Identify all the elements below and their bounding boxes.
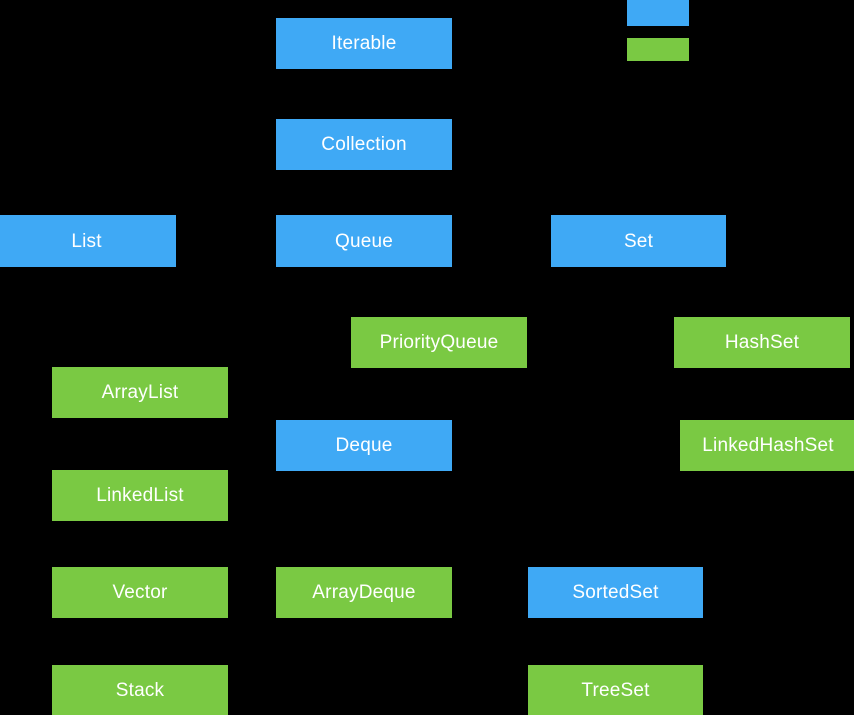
- edge-set-to-sortedset: [615, 417, 617, 567]
- node-label: HashSet: [724, 332, 800, 353]
- legend-swatch-class: [627, 38, 689, 61]
- node-label: PriorityQueue: [379, 332, 499, 353]
- edge-vector-to-stack: [140, 641, 141, 665]
- edge-queue-to-priorityqueue: [364, 292, 439, 293]
- node-iterable[interactable]: Iterable: [276, 18, 452, 69]
- edge-hashset-to-linkedhashset: [762, 394, 768, 395]
- edge-queue-to-priorityqueue: [439, 292, 440, 317]
- node-label: SortedSet: [572, 582, 659, 603]
- edge-collection-to-set: [638, 192, 640, 215]
- edge-collection-to-set: [364, 170, 365, 193]
- edge-deque-to-arraydeque: [364, 471, 365, 519]
- node-collection[interactable]: Collection: [276, 119, 452, 170]
- node-label: Queue: [334, 230, 394, 252]
- node-label: ArrayList: [101, 382, 179, 403]
- node-label: Set: [623, 230, 654, 252]
- node-label: Collection: [321, 134, 407, 155]
- node-label: Iterable: [331, 33, 397, 54]
- node-label: Vector: [112, 582, 168, 603]
- edge-collection-to-set: [364, 192, 639, 194]
- node-deque[interactable]: Deque: [276, 420, 452, 471]
- node-vector[interactable]: Vector: [52, 567, 228, 618]
- node-label: TreeSet: [581, 680, 650, 701]
- edge-hashset-to-linkedhashset: [768, 394, 769, 420]
- node-queue[interactable]: Queue: [276, 215, 452, 267]
- edge-set-to-hashset: [762, 292, 763, 317]
- edge-iterable-to-collection: [364, 69, 365, 94]
- edge-set-to-sortedset: [615, 417, 639, 418]
- node-arraydeque[interactable]: ArrayDeque: [276, 567, 452, 618]
- node-sortedset[interactable]: SortedSet: [528, 567, 703, 618]
- node-label: List: [71, 230, 102, 252]
- edge-sortedset-to-treeset: [615, 618, 617, 642]
- node-priorityqueue[interactable]: PriorityQueue: [351, 317, 527, 368]
- node-linkedlist[interactable]: LinkedList: [52, 470, 228, 521]
- legend-swatch-interface: [627, 0, 689, 26]
- edge-collection-to-queue: [364, 192, 365, 215]
- node-stack[interactable]: Stack: [52, 665, 228, 715]
- edge-list-to-arraylist: [140, 317, 141, 367]
- edge-collection-to-list: [86, 192, 88, 215]
- edge-iterable-to-collection: [364, 94, 365, 119]
- edge-collection-to-list: [86, 192, 364, 194]
- node-arraylist[interactable]: ArrayList: [52, 367, 228, 418]
- edge-queue-to-deque: [364, 343, 365, 420]
- edge-set-to-sortedset: [638, 267, 640, 417]
- node-hashset[interactable]: HashSet: [674, 317, 850, 368]
- edge-list-to-vector: [86, 267, 88, 417]
- edge-set-to-hashset: [638, 292, 762, 293]
- edge-deque-to-arraydeque: [364, 519, 365, 567]
- edge-vector-to-stack: [140, 618, 141, 642]
- node-label: LinkedHashSet: [702, 435, 834, 456]
- edge-queue-to-deque: [364, 267, 365, 344]
- node-linkedhashset[interactable]: LinkedHashSet: [680, 420, 854, 471]
- edge-list-to-arraylist: [86, 317, 140, 318]
- edge-hashset-to-linkedhashset: [762, 368, 763, 394]
- node-label: Deque: [335, 435, 393, 456]
- node-treeset[interactable]: TreeSet: [528, 665, 703, 715]
- node-list[interactable]: List: [0, 215, 176, 267]
- node-set[interactable]: Set: [551, 215, 726, 267]
- node-label: Stack: [115, 680, 165, 701]
- edge-sortedset-to-treeset: [615, 641, 617, 665]
- node-label: ArrayDeque: [312, 582, 416, 603]
- node-label: LinkedList: [96, 485, 184, 506]
